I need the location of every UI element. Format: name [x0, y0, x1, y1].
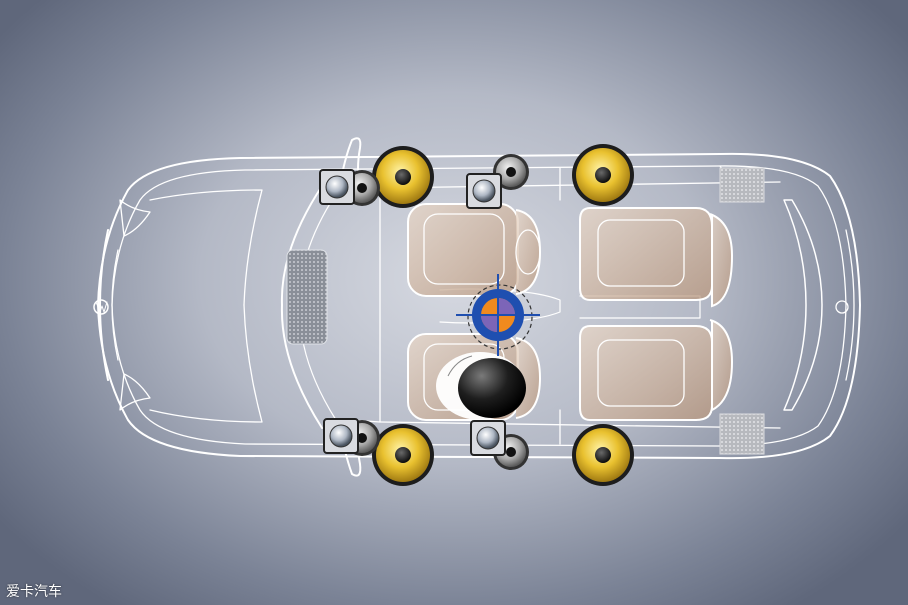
rear-window	[783, 199, 823, 411]
speaker-grilles	[286, 167, 765, 455]
crosshair-target-icon	[456, 274, 540, 356]
front-bumper	[99, 229, 109, 381]
seat-front-left	[407, 203, 542, 297]
roof-line-right	[379, 421, 781, 429]
rear-bumper	[845, 229, 855, 381]
woofer-rear-left-door	[572, 144, 634, 206]
woofer-front-right-door	[372, 424, 434, 486]
dashboard-line	[351, 187, 381, 423]
dashboard-center-grille	[286, 249, 328, 345]
rear-right-pillar-grille	[719, 413, 765, 455]
hood-line-right	[149, 304, 263, 423]
car-body-inner-line	[111, 165, 847, 447]
tweeter-front-right	[323, 418, 359, 454]
hood-line-left	[149, 189, 263, 306]
car-outline	[93, 137, 861, 477]
seat-rear-bench	[579, 207, 734, 421]
woofer-rear-right-door	[572, 424, 634, 486]
rear-vw-logo-icon	[835, 300, 849, 314]
headlight-right	[119, 373, 151, 411]
watermark-text: 爱卡汽车	[6, 584, 62, 600]
rear-left-pillar-grille	[719, 167, 765, 203]
windshield	[280, 185, 323, 429]
mirror-left	[339, 137, 362, 187]
tweeter-rear-left	[466, 173, 502, 209]
woofer-front-left-door	[372, 146, 434, 208]
tweeter-rear-right	[470, 420, 506, 456]
tweeter-front-left	[319, 169, 355, 205]
vw-logo-icon	[93, 299, 109, 315]
headlight-left	[119, 199, 151, 237]
front-grille	[111, 249, 119, 361]
listener-head-icon	[436, 352, 526, 420]
